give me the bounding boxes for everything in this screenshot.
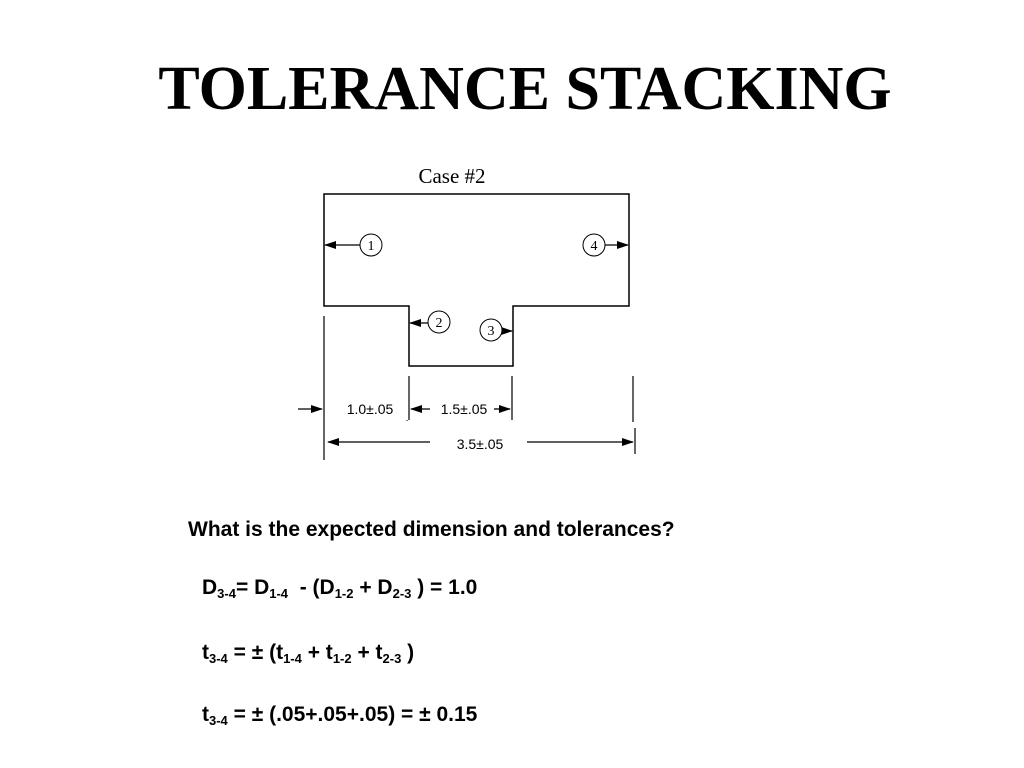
equation-tolerance-result: t3-4 = ± (.05+.05+.05) = ± 0.15 [202, 703, 477, 727]
equation-subscript: 1-2 [332, 651, 352, 666]
case-label: Case #2 [418, 164, 485, 188]
dim-2-3-value: 1.5±.05 [441, 401, 488, 417]
equation-text: + t [351, 641, 383, 664]
equation-subscript: 3-4 [209, 713, 228, 728]
equation-text: = D [235, 576, 270, 599]
equation-text: = ± (.05+.05+.05) = ± 0.15 [227, 703, 478, 726]
dim-1-2-value: 1.0±.05 [347, 401, 394, 417]
slide-title: TOLERANCE STACKING [158, 55, 892, 123]
equation-text: t [202, 641, 209, 664]
surface-4-label: 4 [591, 239, 598, 254]
equation-subscript: 2-3 [392, 586, 412, 601]
equation-text: t [202, 703, 209, 726]
part-outline [323, 193, 630, 367]
surface-1-label: 1 [368, 239, 375, 254]
equation-tolerance-formula: t3-4 = ± (t1-4 + t1-2 + t2-3 ) [202, 641, 414, 665]
question-text: What is the expected dimension and toler… [188, 518, 675, 541]
surface-3-bubble [479, 318, 503, 342]
equation-subscript: 3-4 [217, 586, 236, 601]
equation-subscript: 2-3 [382, 651, 402, 666]
equation-dimension: D3-4= D1-4 - (D1-2 + D2-3 ) = 1.0 [202, 576, 477, 600]
surface-2-bubble [427, 310, 451, 334]
surface-2-label: 2 [436, 316, 443, 331]
equation-text: = ± (t [227, 641, 284, 664]
equation-subscript: 1-2 [334, 586, 354, 601]
equation-text: D [202, 576, 218, 599]
equation-text: ) = 1.0 [411, 576, 478, 599]
equation-text: - (D [288, 576, 335, 599]
equation-text: + t [301, 641, 333, 664]
equation-subscript: 1-4 [269, 586, 289, 601]
equation-subscript: 1-4 [283, 651, 302, 666]
dim-1-4-value: 3.5±.05 [457, 436, 504, 452]
surface-1-bubble [359, 233, 383, 257]
surface-4-bubble [582, 233, 606, 257]
equation-text: + D [353, 576, 393, 599]
surface-3-label: 3 [488, 324, 495, 339]
equation-subscript: 3-4 [209, 651, 228, 666]
equation-text: ) [401, 641, 415, 664]
